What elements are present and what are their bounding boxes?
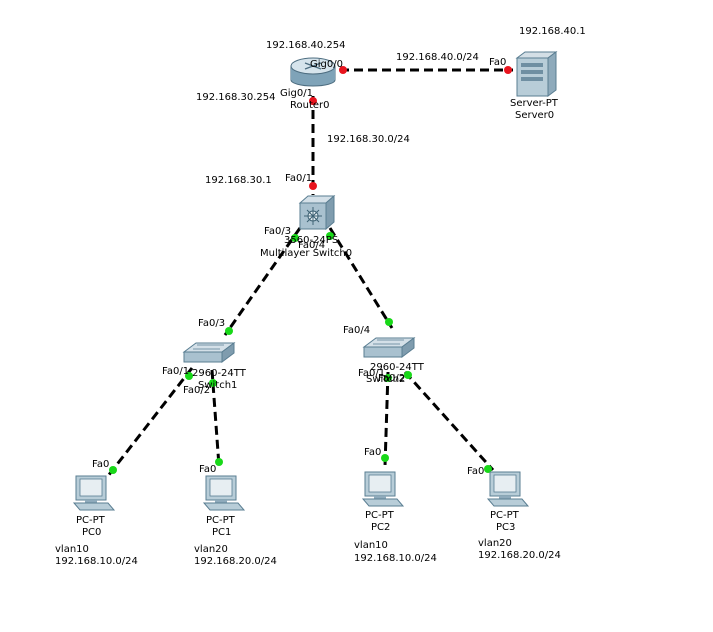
pc2-vlan: vlan10 bbox=[354, 540, 388, 551]
port-light-mls-fa04 bbox=[326, 232, 334, 240]
server-fa0-port: Fa0 bbox=[489, 57, 506, 68]
port-light-sw2-fa02 bbox=[404, 371, 412, 379]
sw2-name: Switch2 bbox=[366, 374, 405, 385]
mls-name: Multilayer Switch0 bbox=[260, 248, 352, 259]
server-icon[interactable] bbox=[515, 51, 558, 97]
router-gig01-ip: 192.168.30.254 bbox=[196, 92, 276, 103]
mls-ip: 192.168.30.1 bbox=[205, 175, 272, 186]
pc0-fa0-port: Fa0 bbox=[92, 459, 109, 470]
net-router-mls: 192.168.30.0/24 bbox=[327, 134, 410, 145]
pc0-type: PC-PT bbox=[76, 515, 106, 526]
pc2-net: 192.168.10.0/24 bbox=[354, 553, 437, 564]
port-light-router-gig00 bbox=[339, 66, 347, 74]
port-light-server-fa0 bbox=[504, 66, 512, 74]
net-router-server: 192.168.40.0/24 bbox=[396, 52, 479, 63]
port-light-sw1-fa01 bbox=[185, 372, 193, 380]
pc0-vlan: vlan10 bbox=[55, 544, 89, 555]
sw1-fa03-port: Fa0/3 bbox=[198, 318, 225, 329]
sw2-fa01-port: Fa0/1 bbox=[358, 368, 385, 379]
port-light-router-gig01 bbox=[309, 97, 317, 105]
pc1-type: PC-PT bbox=[206, 515, 236, 526]
pc0-net: 192.168.10.0/24 bbox=[55, 556, 138, 567]
port-light-pc1-fa0 bbox=[215, 458, 223, 466]
mls-fa01-port: Fa0/1 bbox=[285, 173, 312, 184]
router-gig00-ip: 192.168.40.254 bbox=[266, 40, 346, 51]
pc1-fa0-port: Fa0 bbox=[199, 464, 216, 475]
pc3-fa0-port: Fa0 bbox=[467, 466, 484, 477]
port-lights bbox=[109, 66, 512, 474]
link-mls-switch2[interactable] bbox=[328, 227, 394, 329]
link-switch2-pc2[interactable] bbox=[383, 371, 390, 467]
pc3-name: PC3 bbox=[496, 522, 515, 533]
link-switch1-pc0[interactable] bbox=[106, 367, 194, 477]
mls-fa04-port: Fa0/4 bbox=[298, 240, 325, 251]
mls-type: 3560-24PS bbox=[284, 235, 338, 246]
switch1-icon[interactable] bbox=[182, 342, 236, 363]
router-gig00-port: Gig0/0 bbox=[310, 59, 343, 70]
pc1-icon[interactable] bbox=[202, 475, 246, 511]
pc0-icon[interactable] bbox=[72, 475, 116, 511]
pc3-type: PC-PT bbox=[490, 510, 520, 521]
pc0-name: PC0 bbox=[82, 527, 101, 538]
port-light-sw1-fa03 bbox=[225, 327, 233, 335]
switch2-icon[interactable] bbox=[362, 337, 416, 358]
pc2-type: PC-PT bbox=[365, 510, 395, 521]
pc1-vlan: vlan20 bbox=[194, 544, 228, 555]
router-gig01-port: Gig0/1 bbox=[280, 88, 313, 99]
pc1-net: 192.168.20.0/24 bbox=[194, 556, 277, 567]
server-ip: 192.168.40.1 bbox=[519, 26, 586, 37]
link-mls-switch1[interactable] bbox=[223, 227, 302, 336]
router-icon[interactable] bbox=[290, 57, 336, 87]
pc3-icon[interactable] bbox=[486, 471, 530, 507]
link-switch2-pc3[interactable] bbox=[403, 370, 495, 472]
router-name: Router0 bbox=[290, 100, 330, 111]
server-name: Server0 bbox=[515, 110, 554, 121]
pc1-name: PC1 bbox=[212, 527, 231, 538]
sw1-fa02-port: Fa0/2 bbox=[183, 385, 210, 396]
pc2-name: PC2 bbox=[371, 522, 390, 533]
port-light-pc3-fa0 bbox=[484, 465, 492, 473]
port-light-sw2-fa01 bbox=[384, 374, 392, 382]
mls-fa03-port: Fa0/3 bbox=[264, 226, 291, 237]
sw1-fa01-port: Fa0/1 bbox=[162, 366, 189, 377]
port-light-sw1-fa02 bbox=[209, 379, 217, 387]
port-light-mls-fa01 bbox=[309, 182, 317, 190]
pc3-vlan: vlan20 bbox=[478, 538, 512, 549]
multilayer-switch-icon[interactable] bbox=[298, 194, 336, 231]
server-type: Server-PT bbox=[510, 98, 559, 109]
sw1-name: Switch1 bbox=[198, 380, 237, 391]
port-light-mls-fa03 bbox=[291, 234, 299, 242]
sw2-fa02-port: Fa0/2 bbox=[378, 373, 405, 384]
pc3-net: 192.168.20.0/24 bbox=[478, 550, 561, 561]
sw1-type: 2960-24TT bbox=[192, 368, 247, 379]
port-light-pc0-fa0 bbox=[109, 466, 117, 474]
port-light-sw2-fa04 bbox=[385, 318, 393, 326]
pc2-fa0-port: Fa0 bbox=[364, 447, 381, 458]
sw2-fa04-port: Fa0/4 bbox=[343, 325, 370, 336]
pc2-icon[interactable] bbox=[361, 471, 405, 507]
sw2-type: 2960-24TT bbox=[370, 362, 425, 373]
port-light-pc2-fa0 bbox=[381, 454, 389, 462]
